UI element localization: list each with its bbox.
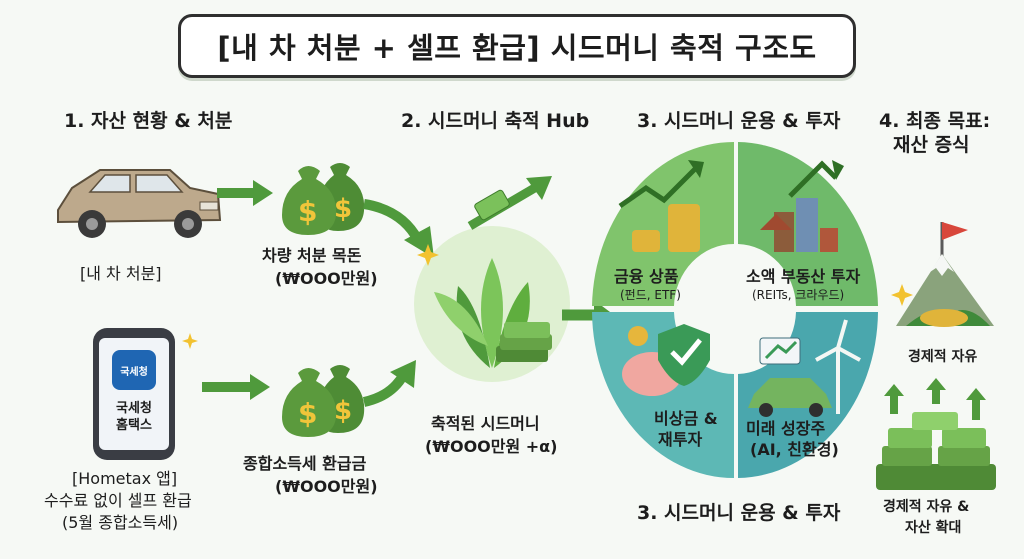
section-3-heading-bottom: 3. 시드머니 운용 & 투자 <box>637 502 841 524</box>
seed-money-hub-illustration <box>414 176 570 382</box>
phone-screen: 국세청 국세청 홈택스 <box>99 338 169 450</box>
refund-money-label-line1: 종합소득세 환급금 <box>243 454 367 473</box>
money-stacks-goal-illustration <box>876 378 996 490</box>
hub-label-line2: (₩OOO만원 +α) <box>425 437 558 456</box>
arrow-refund-money-to-hub <box>362 360 416 407</box>
car-illustration <box>57 169 222 238</box>
hub-label-line1: 축적된 시드머니 <box>431 414 540 433</box>
hometax-phone: 국세청 국세청 홈택스 <box>93 328 175 460</box>
invest-realestate-title: 소액 부동산 투자 <box>746 267 861 286</box>
money-bags-refund-icon: $ $ <box>282 365 365 437</box>
section-4-heading-line2: 재산 증식 <box>893 134 970 156</box>
diagram-title: [내 차 처분 + 셀프 환급] 시드머니 축적 구조도 <box>178 14 856 78</box>
car-money-label-line1: 차량 처분 목돈 <box>262 246 362 265</box>
phone-label-line1: [Hometax 앱] <box>72 469 178 488</box>
arrow-car-to-money <box>217 180 273 206</box>
car-label: [내 차 처분] <box>80 264 162 283</box>
section-1-heading: 1. 자산 현황 & 처분 <box>64 110 233 132</box>
hometax-app-name: 국세청 홈택스 <box>99 400 169 434</box>
phone-label-line3: (5월 종합소득세) <box>62 513 179 532</box>
invest-emergency-sub: 재투자 <box>658 430 703 449</box>
phone-label-line2: 수수료 없이 셀프 환급 <box>44 491 192 510</box>
section-3-heading-top: 3. 시드머니 운용 & 투자 <box>637 110 841 132</box>
invest-finance-sub: (펀드, ETF) <box>620 288 681 302</box>
goal-2-label-line2: 자산 확대 <box>905 520 962 536</box>
invest-growth-sub: (AI, 친환경) <box>750 440 839 459</box>
refund-money-label-line2: (₩OOO만원) <box>275 477 378 496</box>
hometax-app-icon: 국세청 <box>112 350 156 390</box>
section-4-heading-line1: 4. 최종 목표: <box>879 110 991 132</box>
sparkle-icon <box>182 333 198 349</box>
svg-text:$: $ <box>298 195 317 228</box>
car-money-label-line2: (₩OOO만원) <box>275 269 378 288</box>
svg-text:$: $ <box>334 396 352 426</box>
svg-text:$: $ <box>334 194 352 224</box>
goal-2-label-line1: 경제적 자유 & <box>883 499 970 515</box>
section-2-heading: 2. 시드머니 축적 Hub <box>401 110 590 132</box>
invest-realestate-sub: (REITs, 크라우드) <box>752 288 845 302</box>
app-name-line1: 국세청 <box>116 401 152 416</box>
app-name-line2: 홈택스 <box>116 418 152 433</box>
mountain-goal-illustration <box>891 222 994 327</box>
investment-ring <box>592 142 878 478</box>
invest-emergency-title: 비상금 & <box>654 409 718 428</box>
arrow-phone-to-money <box>202 374 270 400</box>
invest-growth-title: 미래 성장주 <box>746 419 826 438</box>
invest-finance-title: 금융 상품 <box>614 267 679 286</box>
svg-text:$: $ <box>298 397 317 430</box>
goal-1-label: 경제적 자유 <box>908 349 978 365</box>
money-bags-car-icon: $ $ <box>282 163 365 235</box>
